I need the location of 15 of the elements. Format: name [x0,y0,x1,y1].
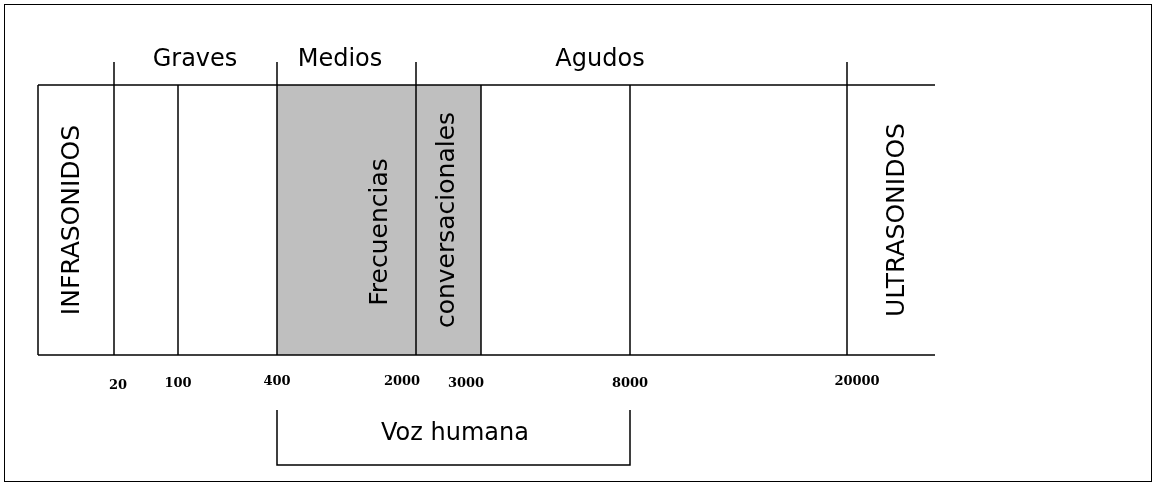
band-label: Graves [152,46,238,70]
frequency-tick-label: 400 [263,373,291,387]
frequency-tick-label: 100 [164,375,192,389]
frequency-tick-label: 20 [108,377,128,391]
vertical-label: Frecuencias [365,158,391,306]
bracket-label: Voz humana [381,420,529,444]
frequency-tick-label: 20000 [834,373,880,387]
frequency-tick-label: 3000 [447,375,485,389]
band-label: Medios [297,46,383,70]
vertical-label: conversacionales [432,111,458,329]
frequency-tick-label: 2000 [383,373,421,387]
vertical-label: ULTRASONIDOS [882,123,908,317]
vertical-label: INFRASONIDOS [57,124,83,316]
frequency-tick-label: 8000 [611,375,649,389]
band-label: Agudos [555,46,645,70]
